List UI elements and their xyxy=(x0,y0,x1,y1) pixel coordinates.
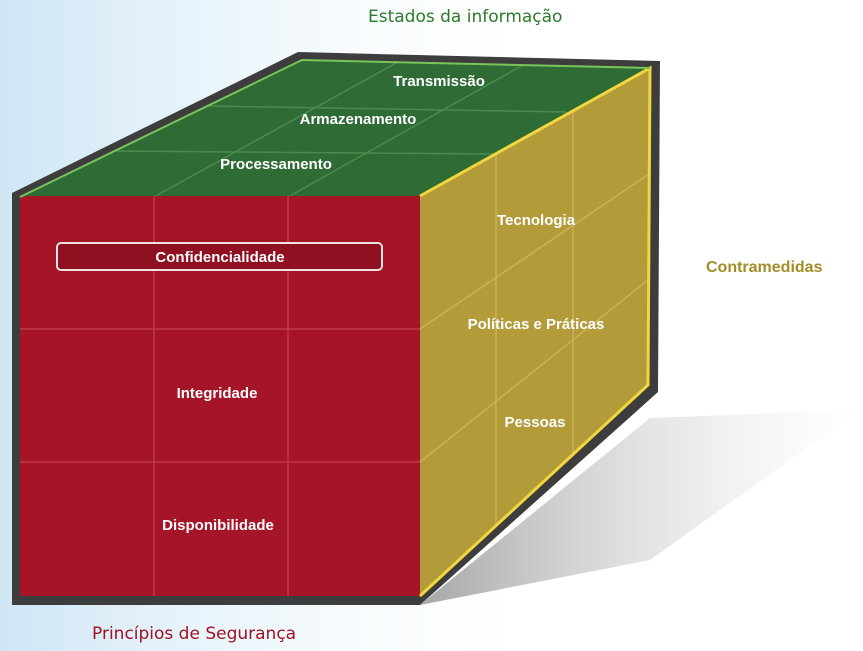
disponibilidade-label: Disponibilidade xyxy=(162,517,274,534)
top-face-grid xyxy=(113,62,567,198)
politicas-praticas-label: Políticas e Práticas xyxy=(468,316,605,333)
confidencialidade-label: Confidencialidade xyxy=(155,249,284,266)
processamento-label: Processamento xyxy=(220,156,332,173)
armazenamento-label: Armazenamento xyxy=(300,111,417,128)
information-states-label: Estados da informação xyxy=(368,7,563,27)
transmissao-label: Transmissão xyxy=(393,73,485,90)
security-principles-label: Princípios de Segurança xyxy=(92,624,297,644)
integridade-label: Integridade xyxy=(177,385,258,402)
side-face-grid xyxy=(419,111,650,527)
side-face-border xyxy=(418,65,652,598)
side-face xyxy=(420,68,650,596)
cube-shadow xyxy=(420,410,860,605)
pessoas-label: Pessoas xyxy=(505,414,566,431)
top-face xyxy=(20,60,650,197)
confidencialidade-highlight xyxy=(56,242,383,271)
top-face-border xyxy=(19,58,651,198)
tecnologia-label: Tecnologia xyxy=(497,212,576,229)
countermeasures-label: Contramedidas xyxy=(706,259,823,276)
